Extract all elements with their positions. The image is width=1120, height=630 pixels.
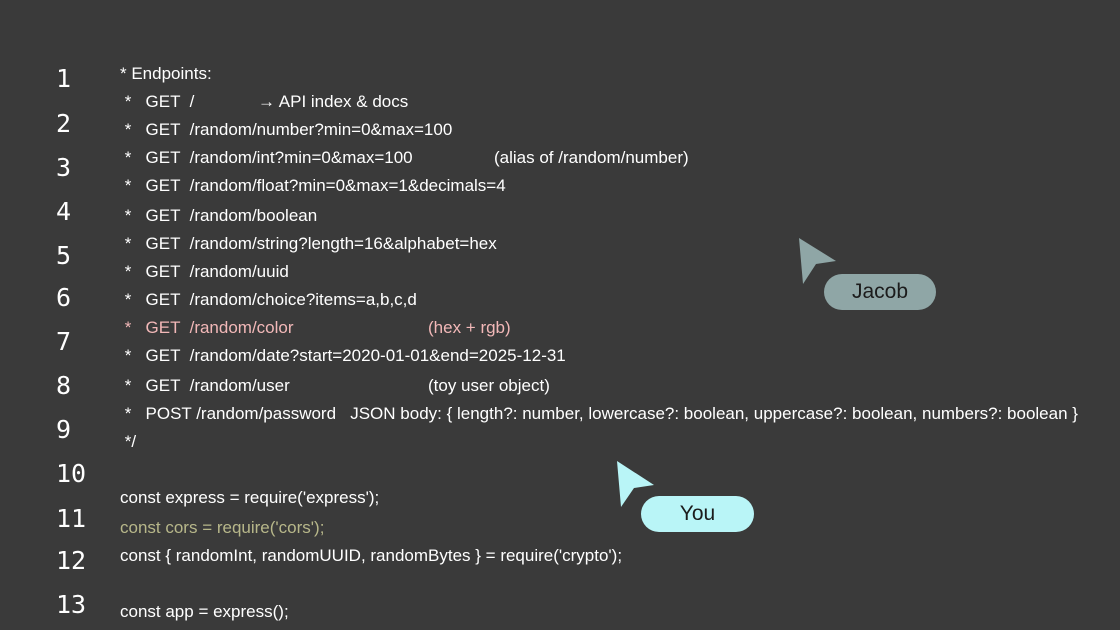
code-comment: (alias of /random/number) bbox=[494, 148, 689, 167]
line-number: 1 bbox=[56, 64, 72, 93]
pointer-arrow-icon bbox=[617, 461, 654, 507]
code-line-highlighted[interactable]: * GET /random/color (hex + rgb) bbox=[120, 317, 1080, 405]
code-line[interactable]: * GET /random/user (toy user object) bbox=[120, 375, 1080, 463]
line-number: 9 bbox=[56, 415, 72, 444]
own-cursor-label: You bbox=[641, 496, 754, 532]
code-line[interactable]: * GET / → API index & docs bbox=[120, 91, 1080, 179]
collaborator-label-jacob: Jacob bbox=[824, 274, 936, 310]
line-number: 11 bbox=[56, 504, 87, 533]
line-number: 4 bbox=[56, 197, 72, 226]
line-number: 12 bbox=[56, 546, 87, 575]
code-text: * GET / bbox=[120, 92, 195, 111]
code-text: * GET /random/choice?items=a,b,c,d bbox=[120, 290, 417, 309]
code-text: * GET /random/number?min=0&max=100 bbox=[120, 120, 453, 139]
code-comment: (toy user object) bbox=[428, 376, 550, 395]
code-text: * GET /random/uuid bbox=[120, 262, 289, 281]
code-area[interactable]: * Endpoints: * GET / → API index & docs … bbox=[0, 0, 1080, 630]
line-number: 2 bbox=[56, 109, 72, 138]
line-number: 10 bbox=[56, 459, 87, 488]
line-number: 13 bbox=[56, 590, 87, 619]
code-text: * GET /random/color bbox=[120, 318, 294, 337]
code-text: * Endpoints: bbox=[120, 64, 212, 83]
code-text: const cors = require('cors'); bbox=[120, 518, 325, 537]
code-text: * GET /random/float?min=0&max=1&decimals… bbox=[120, 176, 506, 195]
code-text: * GET /random/boolean bbox=[120, 206, 318, 225]
line-number: 5 bbox=[56, 241, 72, 270]
code-text: const express = require('express'); bbox=[120, 488, 380, 507]
line-number-gutter: 1 2 3 4 5 6 7 8 9 10 11 12 13 bbox=[0, 0, 100, 630]
code-text: * POST /random/password JSON body: { len… bbox=[120, 404, 1078, 423]
line-number: 8 bbox=[56, 371, 72, 400]
line-number: 7 bbox=[56, 327, 72, 356]
pointer-arrow-icon bbox=[799, 238, 836, 284]
code-text: * GET /random/string?length=16&alphabet=… bbox=[120, 234, 497, 253]
code-text: * GET /random/date?start=2020-01-01&end=… bbox=[120, 346, 566, 365]
code-text: const app = express(); bbox=[120, 602, 289, 621]
line-number: 3 bbox=[56, 153, 72, 182]
code-line[interactable]: * GET /random/int?min=0&max=100 (alias o… bbox=[120, 147, 1080, 235]
code-text: * GET /random/int?min=0&max=100 bbox=[120, 148, 413, 167]
code-text: * GET /random/user bbox=[120, 376, 290, 395]
code-text: const { randomInt, randomUUID, randomByt… bbox=[120, 546, 623, 565]
code-text: */ bbox=[120, 432, 137, 451]
line-number: 6 bbox=[56, 283, 72, 312]
code-comment: → API index & docs bbox=[258, 92, 409, 111]
code-comment: (hex + rgb) bbox=[428, 318, 511, 337]
